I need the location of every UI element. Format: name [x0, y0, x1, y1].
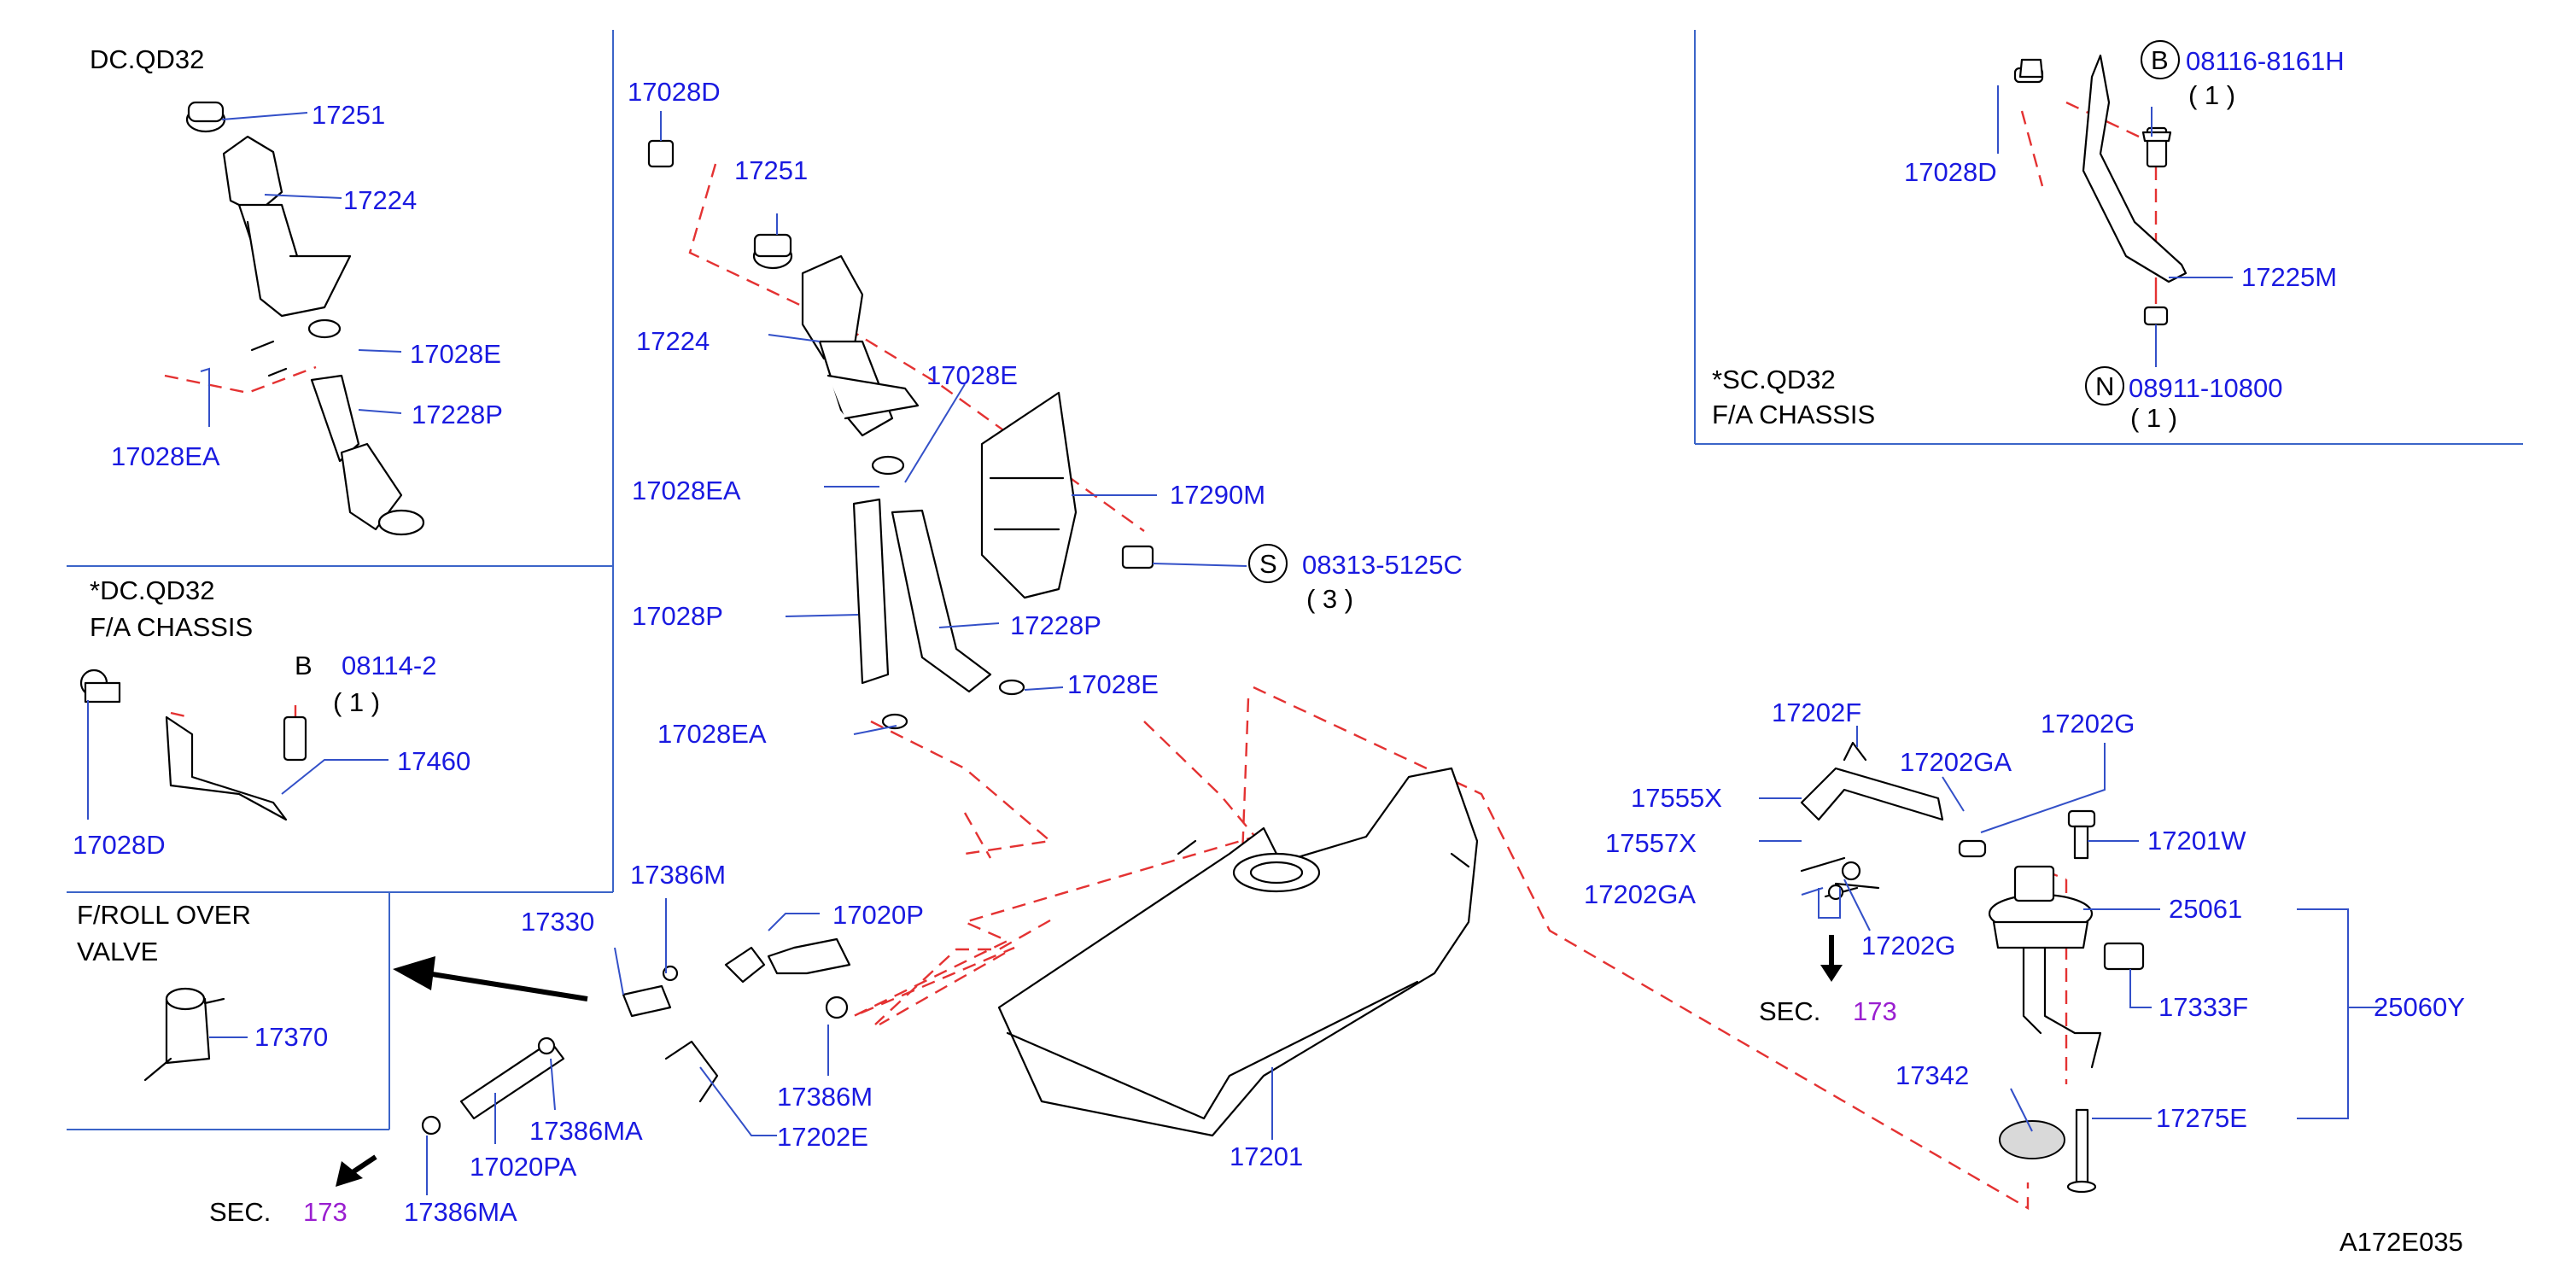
label-17386m-top: 17386M [630, 860, 726, 890]
label-17225m: 17225M [2241, 262, 2337, 292]
label-17251-dc: 17251 [312, 100, 385, 130]
section-dc-qd32: DC.QD32 [90, 44, 204, 74]
qty-08313: ( 3 ) [1306, 584, 1353, 614]
qty-08114: ( 1 ) [333, 687, 380, 717]
filler-cover-17290M-drawing [980, 391, 1154, 599]
label-17557x: 17557X [1605, 828, 1697, 858]
label-17251-main: 17251 [734, 155, 808, 185]
nut-n-label: N [2095, 371, 2114, 401]
panel-frames [67, 30, 2523, 1130]
evap-line-drawing [421, 937, 851, 1136]
fuel-tank-17201-drawing [997, 767, 1479, 1137]
label-17460: 17460 [397, 746, 470, 776]
label-25060y: 25060Y [2374, 992, 2465, 1022]
leader-lines [87, 85, 2382, 1195]
bolt-b-label: B [2151, 45, 2169, 75]
filler-neck-dc-qd32-drawing [185, 101, 425, 536]
bolt-b-symbol [2141, 40, 2180, 79]
section-sc-qd32-line1: *SC.QD32 [1712, 365, 1836, 394]
label-17275e: 17275E [2156, 1103, 2247, 1133]
label-17555x: 17555X [1631, 783, 1722, 813]
label-17228p-main: 17228P [1010, 610, 1101, 640]
nut-n-symbol [2085, 366, 2124, 406]
label-17028e-dc: 17028E [410, 339, 501, 369]
label-17028ea-main: 17028EA [632, 476, 741, 505]
fuel-pump-module-25060Y-drawing [1958, 809, 2145, 1194]
label-08114-partial: 08114-2 [342, 651, 436, 680]
label-17386m-low: 17386M [777, 1082, 873, 1112]
label-17202ga-left: 17202GA [1584, 879, 1696, 909]
label-17201: 17201 [1230, 1141, 1303, 1171]
sec-mid-prefix: SEC. [1759, 996, 1820, 1026]
label-17224-dc: 17224 [343, 185, 417, 215]
diagram-id: A172E035 [2339, 1227, 2463, 1257]
label-17386ma-b: 17386MA [404, 1197, 517, 1227]
section-dc-chassis-line2: F/A CHASSIS [90, 612, 253, 642]
label-17028e-main: 17028E [926, 360, 1018, 390]
label-17020p: 17020P [832, 900, 924, 930]
label-17386ma-a: 17386MA [529, 1116, 643, 1146]
label-17228p-dc: 17228P [412, 400, 503, 429]
symbol-circles: B N S B [295, 40, 2180, 680]
label-17202g-lower: 17202G [1861, 931, 1955, 960]
label-17020pa: 17020PA [470, 1152, 577, 1182]
label-17028d-dc: 17028D [73, 830, 166, 860]
part-number-labels: 17251 17224 17028E 17028EA 17228P 17028D… [73, 46, 2465, 1227]
bolt-b2-label: B [295, 651, 313, 680]
section-rollover-line2: VALVE [77, 937, 158, 966]
label-17202g-top: 17202G [2041, 709, 2135, 739]
label-17224-main: 17224 [636, 326, 710, 356]
section-sc-qd32-line2: F/A CHASSIS [1712, 400, 1875, 429]
arrows [336, 935, 1843, 1187]
label-25061: 25061 [2169, 894, 2242, 924]
section-dc-chassis-line1: *DC.QD32 [90, 575, 214, 605]
label-08313: 08313-5125C [1302, 550, 1463, 580]
label-17028d-main: 17028D [628, 77, 721, 107]
bracket-17225M-drawing [2013, 54, 2188, 326]
sec-mid-number: 173 [1853, 996, 1897, 1026]
qty-08116: ( 1 ) [2188, 80, 2235, 110]
sec-left-prefix: SEC. [209, 1197, 271, 1227]
label-17202ga-top: 17202GA [1900, 747, 2012, 777]
label-17028ea-dc: 17028EA [111, 441, 220, 471]
label-17370: 17370 [254, 1022, 328, 1052]
section-rollover-line1: F/ROLL OVER [77, 900, 251, 930]
filler-neck-17224-drawing [647, 139, 1025, 730]
screw-s-symbol [1248, 544, 1288, 583]
section-references: SEC. 173 SEC. 173 [209, 996, 1897, 1227]
section-captions: DC.QD32 *DC.QD32 F/A CHASSIS *SC.QD32 F/… [77, 44, 2463, 1257]
label-17333f: 17333F [2158, 992, 2248, 1022]
label-08116: 08116-8161H [2186, 46, 2345, 76]
qty-08911: ( 1 ) [2130, 403, 2177, 433]
label-17330: 17330 [521, 907, 594, 937]
bracket-17460-drawing [79, 669, 307, 821]
label-17028p: 17028P [632, 601, 723, 631]
label-17028d-right: 17028D [1904, 157, 1997, 187]
screw-s-label: S [1259, 549, 1277, 579]
label-17202f: 17202F [1772, 698, 1861, 727]
assembly-dashed-lines [164, 101, 2158, 1211]
label-17290m: 17290M [1170, 480, 1265, 510]
label-17028e-lower: 17028E [1067, 669, 1159, 699]
sec-left-number: 173 [303, 1197, 348, 1227]
label-17342: 17342 [1895, 1060, 1969, 1090]
label-17028ea-lower: 17028EA [657, 719, 767, 749]
label-08911: 08911-10800 [2129, 373, 2282, 403]
label-17201w: 17201W [2147, 826, 2246, 855]
label-17202e: 17202E [777, 1122, 868, 1152]
rollover-valve-17370-drawing [143, 987, 225, 1082]
